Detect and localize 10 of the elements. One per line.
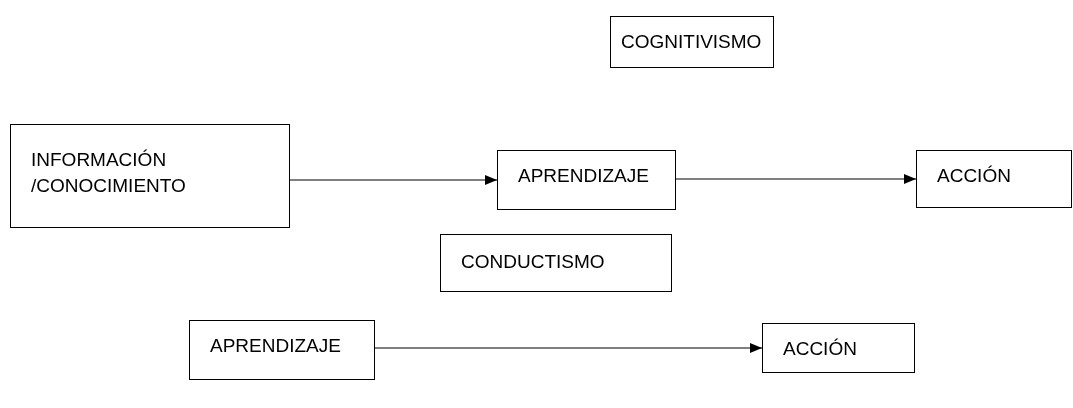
text-box: ACCIÓN bbox=[916, 150, 1072, 208]
text-box: INFORMACIÓN /CONOCIMIENTO bbox=[10, 124, 290, 228]
text-box: APRENDIZAJE bbox=[497, 150, 676, 210]
text-box: APRENDIZAJE bbox=[189, 320, 375, 380]
text-box: ACCIÓN bbox=[762, 323, 915, 373]
arrow bbox=[675, 174, 917, 184]
arrow bbox=[289, 175, 498, 185]
text-box: COGNITIVISMO bbox=[610, 16, 774, 68]
arrow bbox=[374, 343, 763, 353]
text-box: CONDUCTISMO bbox=[440, 234, 672, 292]
